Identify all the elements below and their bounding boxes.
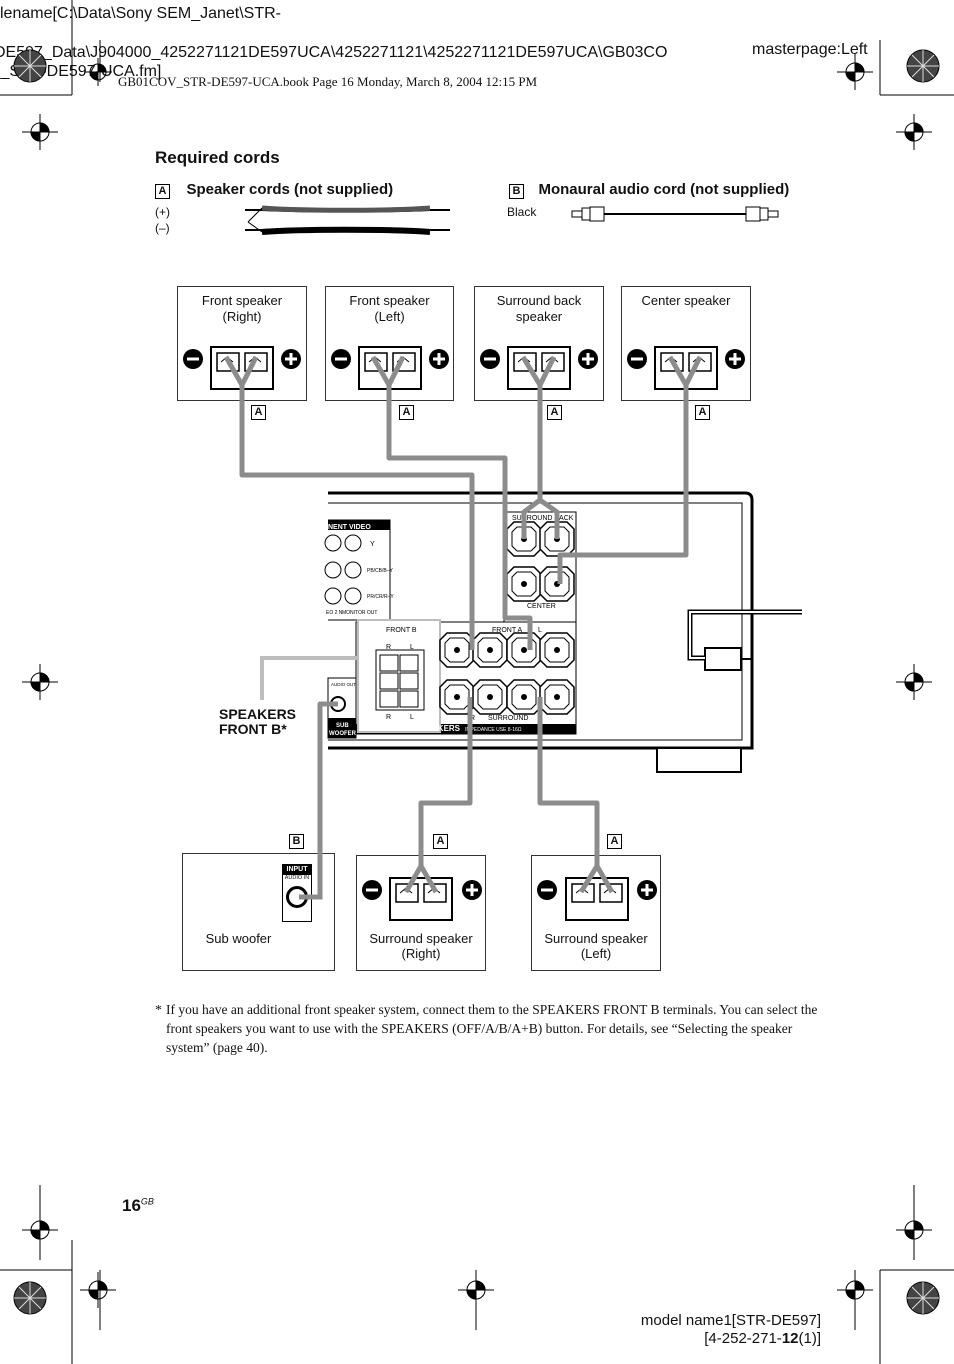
masterpage-label: masterpage:Left [752, 41, 868, 58]
cord-a-title: Speaker cords (not supplied) [186, 181, 394, 198]
speaker-label-line2: (Right) [401, 946, 441, 961]
speaker-label-line2: speaker [515, 309, 563, 324]
monaural-cord-illustration [571, 206, 779, 222]
pr-label: PR/CR/R–Y [367, 594, 394, 600]
cord-b-heading: B Monaural audio cord (not supplied) [509, 181, 789, 199]
cord-badge-front-right: A [251, 405, 266, 420]
footnote: * If you have an additional front speake… [155, 1000, 820, 1057]
callout-line-1: SPEAKERS [219, 706, 297, 722]
speaker-label-line1: Front speaker [349, 293, 430, 308]
page-number: 16GB [122, 1196, 154, 1216]
woofer-label: WOOFER [329, 731, 357, 737]
cord-badge-front-left: A [399, 405, 414, 420]
cord-b-title: Monaural audio cord (not supplied) [538, 181, 790, 198]
front-b-l-label: L [410, 644, 414, 651]
cord-a-heading: A Speaker cords (not supplied) [155, 181, 393, 199]
sub-woofer-input-panel: INPUT AUDIO IN [282, 864, 312, 922]
model-edition: (1)] [798, 1330, 822, 1347]
speaker-label-line2: (Left) [580, 946, 612, 961]
surround-back-label: SURROUND BACK [512, 515, 574, 522]
front-b-r-label-bottom: R [386, 714, 391, 721]
monitor-out-label: MONITOR OUT [342, 610, 377, 616]
page-number-value: 16 [122, 1196, 141, 1215]
y-label: Y [370, 541, 375, 548]
speakers-front-b-callout: SPEAKERS FRONT B* [219, 707, 296, 737]
speaker-label-line1: Surround speaker [369, 931, 473, 946]
input-label: INPUT [283, 865, 311, 875]
front-a-label: FRONT A [492, 627, 523, 634]
video-in-label: EO 2 N [326, 610, 343, 616]
pb-label: PB/CB/B–Y [367, 568, 394, 574]
center-terminal-label: CENTER [527, 603, 556, 610]
surround-r-label: R [470, 715, 475, 722]
callout-line-2: FRONT B* [219, 721, 287, 737]
filename-line-2: DE597_Data\J904000_4252271121DE597UCA\42… [0, 44, 668, 61]
cord-a-plus: (+) [155, 205, 170, 219]
model-line-1: model name1[STR-DE597] [640, 1312, 821, 1329]
cord-badge-center: A [695, 405, 710, 420]
speaker-label-line1: Center speaker [641, 293, 731, 308]
audio-in-label: AUDIO IN [284, 875, 310, 881]
impedance-label: IMPEDANCE USE 8-16Ω [465, 727, 522, 733]
speaker-box-front-right: Front speaker (Right) [177, 286, 307, 401]
cord-badge-surround-left: A [607, 834, 622, 849]
front-a-l-label: L [538, 627, 542, 634]
speaker-label-line1: Sub woofer [205, 931, 272, 946]
speaker-label-line1: Surround back [496, 293, 582, 308]
sub-label: SUB [336, 723, 349, 729]
speaker-box-surround-left: Surround speaker (Left) [531, 855, 661, 971]
cord-badge-sub-woofer: B [289, 834, 304, 849]
filename-line-1: lename[C:\Data\Sony SEM_Janet\STR- [0, 5, 282, 22]
model-part-number: [4-252-271- [704, 1330, 782, 1347]
front-b-callout-line [260, 656, 358, 700]
footnote-marker: * [155, 1002, 162, 1017]
cord-b-color: Black [507, 205, 537, 219]
model-line-2: [4-252-271-12(1)] [641, 1330, 821, 1348]
front-b-l-label-bottom: L [410, 714, 414, 721]
surround-terminal-label: SURROUND [488, 715, 528, 722]
speaker-label-line1: Surround speaker [544, 931, 648, 946]
audio-in-jack [286, 886, 308, 908]
audio-out-label: AUDIO OUT [331, 682, 356, 687]
speaker-cord-illustration [245, 205, 450, 235]
cord-badge-surround-back: A [547, 405, 562, 420]
book-info-line: GB01COV_STR-DE597-UCA.book Page 16 Monda… [118, 74, 538, 89]
speaker-label-line2: (Left) [374, 309, 405, 324]
cord-badge-surround-right: A [433, 834, 448, 849]
section-title: Required cords [155, 148, 280, 167]
speaker-box-sub-woofer: Sub woofer INPUT AUDIO IN [182, 853, 335, 971]
cord-a-minus: (–) [155, 221, 170, 235]
receiver-rear-panel [324, 491, 802, 773]
front-b-r-label: R [386, 644, 391, 651]
cord-a-badge: A [155, 184, 170, 199]
front-b-label: FRONT B [386, 627, 417, 634]
speaker-box-surround-right: Surround speaker (Right) [356, 855, 486, 971]
speaker-label-line1: Front speaker [201, 293, 283, 308]
video-label: NENT VIDEO [328, 524, 371, 531]
footnote-text: If you have an additional front speaker … [166, 1002, 818, 1055]
speaker-label-line2: (Right) [222, 309, 262, 324]
model-revision: 12 [781, 1330, 799, 1347]
cord-b-badge: B [509, 184, 524, 199]
footer-model: model name1[STR-DE597] [4-252-271-12(1)] [641, 1312, 821, 1348]
speakers-panel-label: SPEAKERS [416, 724, 461, 733]
page-number-suffix: GB [140, 1196, 154, 1207]
